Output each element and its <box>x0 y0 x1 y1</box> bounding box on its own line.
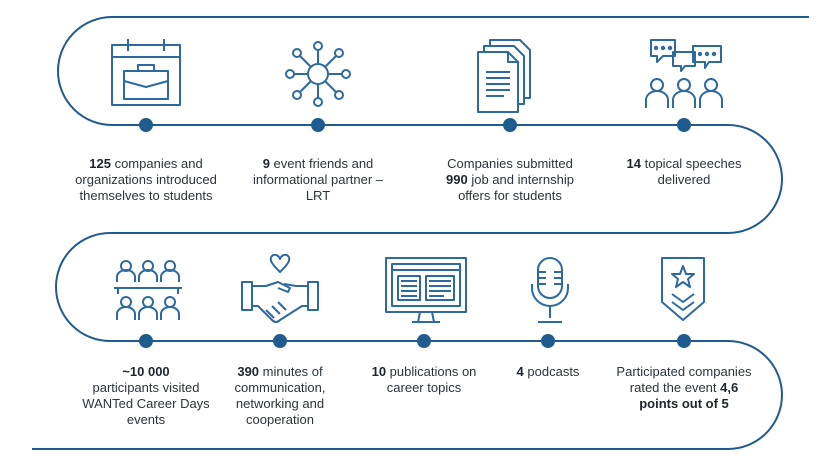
milestone-dot <box>503 118 517 132</box>
milestone-dot <box>541 334 555 348</box>
milestone-dot <box>311 118 325 132</box>
milestone-dot <box>139 334 153 348</box>
milestone-label-minutes: 390 minutes of communication, networking… <box>234 364 326 427</box>
computer-screen-icon <box>385 257 467 323</box>
handshake-heart-icon <box>241 254 319 323</box>
milestone-label-speeches: 14 topical speeches delivered <box>626 156 742 187</box>
network-hub-icon <box>285 41 351 107</box>
milestone-label-companies: 125 companies and organizations introduc… <box>75 156 217 203</box>
audience-icon <box>114 260 182 320</box>
milestone-label-offers: Companies submitted 990 job and internsh… <box>446 156 574 203</box>
milestone-dot <box>273 334 287 348</box>
milestone-dot <box>417 334 431 348</box>
milestone-label-podcasts: 4 podcasts <box>516 364 580 379</box>
microphone-icon <box>531 257 569 323</box>
milestone-dot <box>677 118 691 132</box>
documents-icon <box>477 39 531 113</box>
milestone-label-partners: 9 event friends and informational partne… <box>252 156 384 203</box>
milestone-label-publications: 10 publications on career topics <box>371 364 477 395</box>
briefcase-calendar-icon <box>111 39 181 106</box>
milestone-dot <box>677 334 691 348</box>
people-speech-bubbles-icon <box>645 39 723 108</box>
milestone-label-participants: ~10 000 participants visited WANTed Care… <box>82 364 210 427</box>
milestone-label-rating: Participated companies rated the event 4… <box>616 364 752 411</box>
milestone-dot <box>139 118 153 132</box>
rating-badge-icon <box>661 257 705 321</box>
